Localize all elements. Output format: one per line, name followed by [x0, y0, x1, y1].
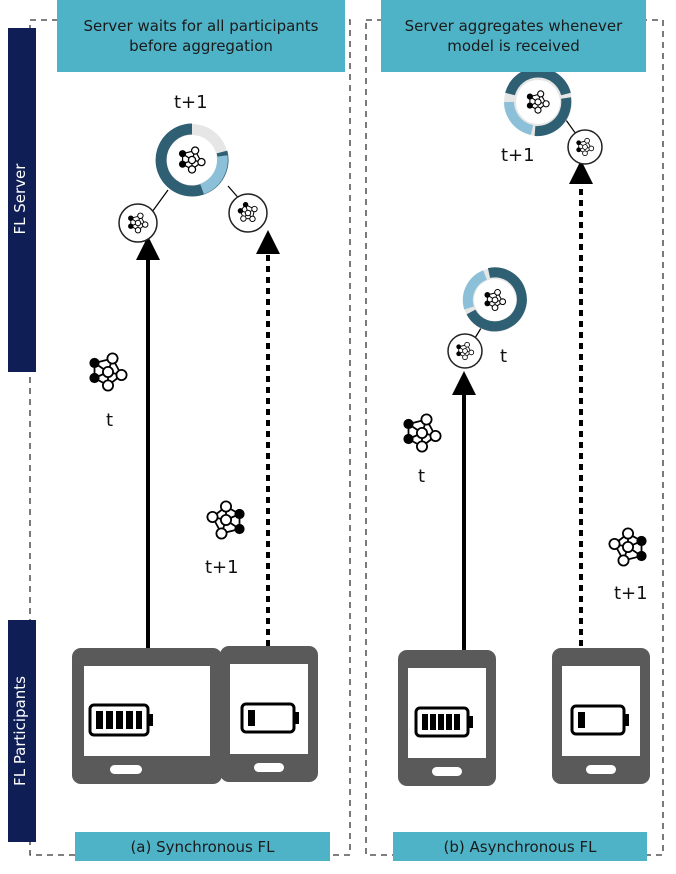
device-phone-b1: [398, 650, 496, 786]
aggregated-model-ring-b-mid: [462, 267, 527, 332]
label-model-a: t: [106, 410, 114, 431]
caption-bottom-a: (a) Synchronous FL: [75, 832, 330, 861]
caption-top-a: Server waits for all participants before…: [57, 0, 345, 72]
device-phone-a2: [220, 646, 318, 782]
client-model-circle: [567, 129, 603, 165]
network-icon: [206, 500, 246, 540]
label-aggregated-a: t+1: [174, 92, 208, 113]
caption-top-b-line1: Server aggregates whenever: [404, 17, 623, 35]
client-model-circle: [228, 193, 268, 233]
device-phone-a1: [72, 648, 222, 784]
label-aggregated-b-mid: t: [500, 346, 508, 367]
client-model-circle: [447, 333, 483, 369]
connector-line: [565, 119, 577, 135]
fl-participants-label: FL Participants: [11, 676, 29, 786]
network-icon: [88, 352, 128, 392]
label-aggregated-b-top: t+1: [501, 145, 535, 166]
connector-line: [151, 189, 169, 213]
caption-bottom-b: (b) Asynchronous FL: [393, 832, 647, 861]
fl-server-bar: [8, 28, 36, 372]
battery-full-icon: [88, 703, 153, 737]
network-icon: [608, 527, 648, 567]
client-model-circle: [118, 203, 158, 243]
fl-server-label: FL Server: [11, 163, 29, 235]
caption-top-b: Server aggregates whenever model is rece…: [381, 0, 646, 72]
battery-low-icon: [240, 702, 299, 734]
label-model-b1: t: [418, 466, 426, 487]
label-model-b: t+1: [205, 557, 239, 578]
battery-full-icon: [414, 706, 473, 738]
aggregated-model-ring-a: [155, 123, 229, 197]
label-model-b2: t+1: [614, 583, 648, 604]
caption-top-b-line2: model is received: [447, 37, 580, 55]
fl-participants-bar: [8, 620, 36, 842]
network-icon: [402, 413, 442, 453]
caption-top-a-line2: before aggregation: [129, 37, 273, 55]
device-phone-b2: [552, 648, 650, 784]
caption-top-a-line1: Server waits for all participants: [83, 17, 319, 35]
battery-low-icon: [570, 704, 629, 736]
aggregated-model-ring-b-top: [504, 67, 572, 137]
